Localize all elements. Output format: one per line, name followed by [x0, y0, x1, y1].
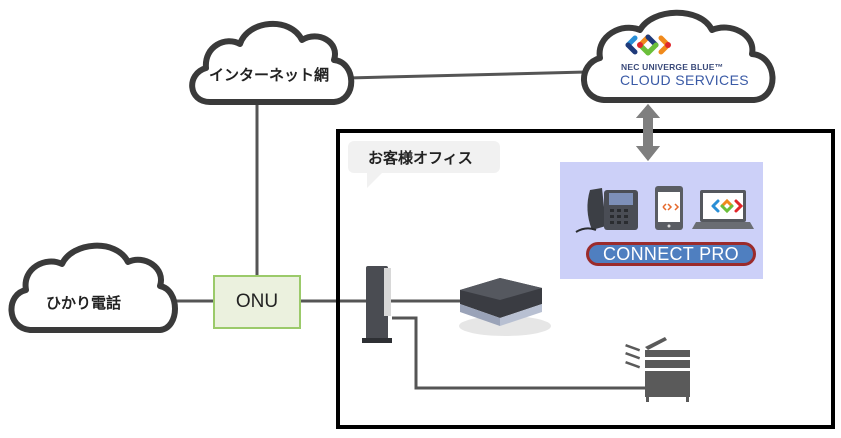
internet-label: インターネット網 [209, 66, 330, 84]
line-internet-cloudservice [347, 70, 587, 80]
multifunction-printer-icon [625, 337, 690, 402]
desk-phone-icon [575, 188, 638, 233]
line-router-printer [392, 316, 646, 390]
connect-pro-label: CONNECT PRO [586, 242, 756, 266]
office-label-tail [367, 172, 383, 188]
router-icon [362, 266, 392, 343]
cloud-service-brand: NEC UNIVERGE BLUE™ [621, 62, 724, 72]
bidirectional-arrow-icon [636, 104, 660, 161]
onu-label: ONU [235, 291, 279, 312]
onu-box: ONU [213, 275, 301, 329]
office-label: お客様オフィス [348, 141, 500, 173]
smartphone-icon [655, 186, 683, 230]
mini-pc-icon [459, 278, 551, 336]
cloud-icon [189, 21, 355, 105]
office-boundary [336, 129, 835, 429]
nec-univerge-blue-logo [625, 34, 671, 56]
cloud-icon [581, 9, 776, 103]
cloud-icon [8, 242, 178, 333]
cloud-service-name: CLOUD SERVICES [620, 72, 750, 88]
hikari-phone-label: ひかり電話 [46, 294, 122, 312]
laptop-icon [692, 190, 754, 229]
